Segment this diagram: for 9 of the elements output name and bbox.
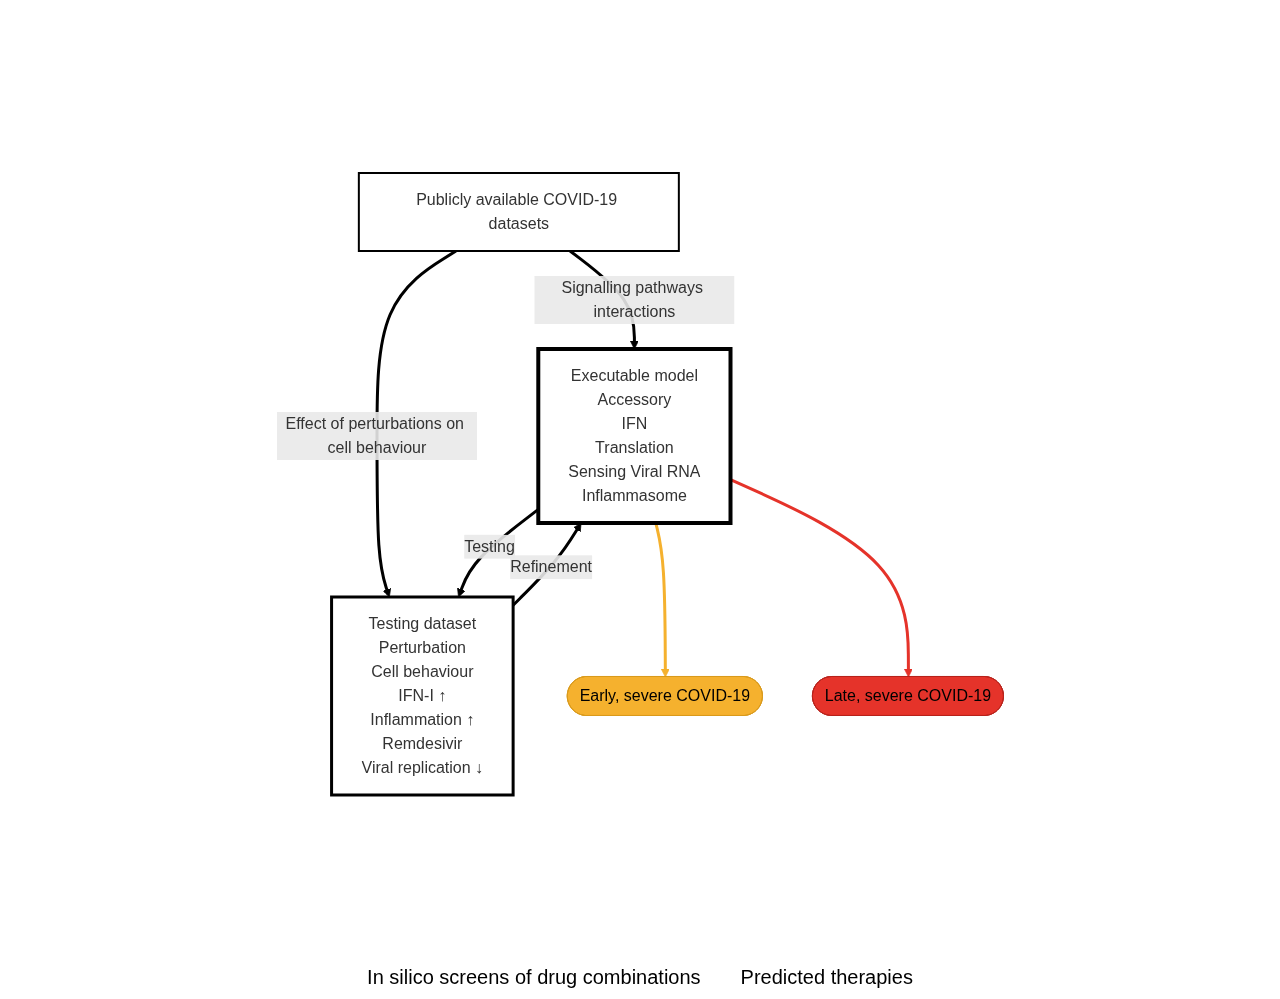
note-text: Predicted therapies — [740, 966, 913, 989]
node-box: Publicly available COVID-19 datasets — [357, 172, 680, 252]
edge-label: Refinement — [509, 558, 592, 576]
edge-label: Testing — [463, 537, 515, 555]
node-box: Testing dataset Perturbation Cell behaviour IFN-I ↑ Inflammation ↑ Remdesivir Viral replication ↓ — [329, 595, 515, 797]
edge-label: Effect of perturbations on cell behaviour — [285, 415, 464, 456]
edge-label: Signalling pathways interactions — [561, 279, 703, 320]
node-box: Executable model Accessory IFN Translation Sensing Viral RNA Inflammasome — [536, 347, 733, 525]
note-text: In silico screens of drug combinations — [367, 966, 701, 989]
